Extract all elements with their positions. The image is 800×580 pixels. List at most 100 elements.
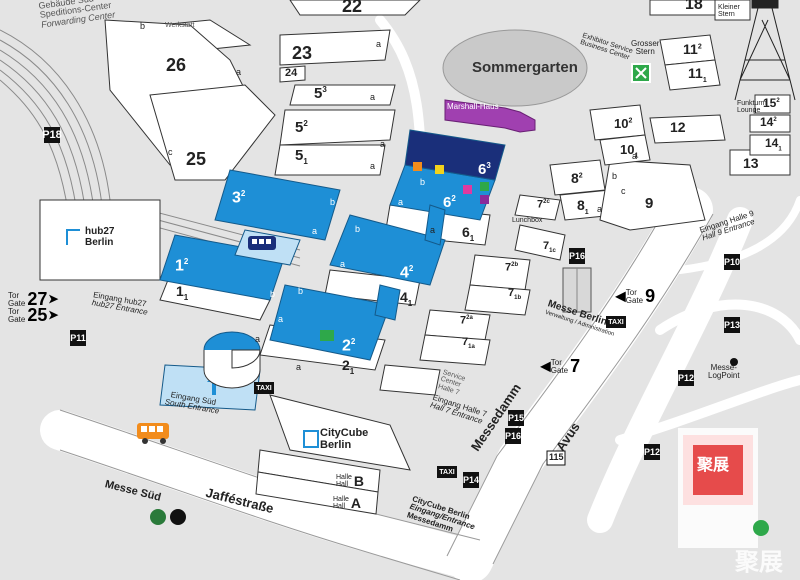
section-letter-a: a: [398, 197, 404, 207]
parking-p12-icon[interactable]: P12: [678, 370, 694, 386]
hall-14-2-label[interactable]: 142: [760, 115, 777, 129]
section-letter-a: a: [278, 314, 284, 324]
interchange-loop-2: [615, 375, 800, 445]
logpoint-label[interactable]: Messe- LogPoint: [708, 363, 740, 381]
section-letter-a: a: [255, 334, 261, 344]
qr-brand-label: 聚展: [697, 457, 730, 474]
section-letter-a: a: [296, 362, 302, 372]
hall-2-2-label[interactable]: 22: [342, 337, 356, 355]
parking-p11-icon[interactable]: P11: [70, 330, 86, 346]
service-center-block: [379, 364, 441, 396]
hall-5-1-block: [274, 144, 386, 176]
taxi-icon-citycube[interactable]: TAXI: [437, 466, 457, 478]
hall-7-2b-block: [469, 254, 531, 291]
hall-1-2-label[interactable]: 12: [175, 257, 189, 275]
hall-26-label[interactable]: 26: [166, 55, 187, 75]
hall-14-1-label[interactable]: 141: [765, 136, 782, 153]
hall-7-1b-label[interactable]: 71b: [508, 287, 522, 302]
parking-p18-icon[interactable]: P18: [42, 127, 62, 143]
parking-p-lunch-icon[interactable]: P16: [569, 248, 585, 264]
taxi-icon-east[interactable]: TAXI: [606, 316, 626, 328]
hall-7-1c-label[interactable]: 71c: [543, 240, 556, 255]
kleiner-stern-label[interactable]: Kleiner Stern: [718, 4, 740, 19]
hall-9-block: [599, 159, 706, 231]
hall-7-1c-block: [514, 224, 566, 261]
grosser-stern-label[interactable]: Grosser Stern: [631, 39, 660, 57]
hall-11-2-label[interactable]: 112: [683, 41, 702, 57]
hall-3-2-label[interactable]: 32: [232, 189, 246, 207]
watermark-text: 聚展: [735, 549, 783, 576]
section-letter-a: a: [236, 67, 242, 77]
parking-p15-icon[interactable]: P15: [508, 410, 524, 426]
hall-18-label[interactable]: 18: [685, 0, 703, 13]
sommergarten-label[interactable]: Sommergarten: [472, 59, 578, 76]
parking-p10-icon[interactable]: P10: [724, 254, 740, 270]
parking-p13-icon[interactable]: P13: [724, 317, 740, 333]
hall-13-label[interactable]: 13: [743, 155, 759, 171]
hall-6-markers: [320, 162, 489, 341]
section-letter-b: b: [355, 224, 361, 234]
parking-p12e-icon[interactable]: P12: [644, 444, 660, 460]
hall-7-2a-label[interactable]: 72a: [460, 314, 473, 327]
citycube-label[interactable]: CityCube Berlin: [320, 427, 369, 451]
hall-10-2-label[interactable]: 102: [614, 116, 633, 131]
hall-5-3-label[interactable]: 53: [314, 85, 327, 102]
section-letter-a: a: [380, 139, 386, 149]
lunchbox-label: Lunchbox: [512, 217, 543, 224]
hall-7-1a-label[interactable]: 71a: [462, 336, 475, 351]
marshall-haus-building: [444, 99, 536, 133]
hall-15-2-label[interactable]: 152: [763, 96, 780, 110]
hall-6-3: [404, 129, 506, 181]
hall-12-label[interactable]: 12: [670, 119, 686, 135]
qr-code-watermark: [678, 428, 769, 548]
hall-23-label[interactable]: 23: [292, 43, 313, 63]
halle-a-block: [255, 471, 379, 515]
hall-7-1b-block: [464, 284, 531, 316]
hall-10-1-block: [599, 134, 651, 166]
hall-5-2-label[interactable]: 52: [295, 119, 308, 136]
section-letter-b: b: [270, 289, 276, 299]
hall-24-block: [279, 65, 306, 83]
hall-22-label[interactable]: 22: [342, 0, 363, 16]
hub27-label[interactable]: hub27 Berlin: [85, 226, 115, 248]
avus-route-number: 115: [549, 452, 564, 462]
hall-24-label[interactable]: 24: [285, 67, 298, 79]
hall-18-block: [649, 0, 716, 16]
hall-11-1-label[interactable]: 111: [688, 65, 707, 84]
hall-7-2b-label[interactable]: 72b: [505, 261, 519, 274]
parking-p16-icon[interactable]: P16: [505, 428, 521, 444]
hall-25-label[interactable]: 25: [186, 149, 207, 169]
bus-stop-icon: [170, 509, 186, 525]
hall-8-1-label[interactable]: 81: [577, 197, 589, 216]
hall-4-2-label[interactable]: 42: [400, 264, 414, 282]
taxi-icon-south[interactable]: TAXI: [254, 382, 274, 394]
hall-2-1-label[interactable]: 21: [342, 357, 355, 376]
hall-25-block: [149, 84, 276, 181]
hall-7-2c-label[interactable]: 72c: [537, 198, 550, 211]
section-letter-c: c: [621, 186, 626, 196]
hall-5-1-label[interactable]: 51: [295, 147, 308, 166]
hall-9-label[interactable]: 9: [645, 195, 654, 212]
section-letter-a: a: [340, 259, 346, 269]
funkturm-lounge-label[interactable]: Funkturm Lounge: [737, 100, 767, 115]
roads: [40, 15, 800, 580]
hall-10-1-label[interactable]: 101: [620, 142, 639, 160]
hall-1-1-label[interactable]: 11: [176, 283, 189, 302]
parking-p14-icon[interactable]: P14: [463, 472, 479, 488]
hall-6-2-label[interactable]: 62: [443, 194, 456, 211]
marshall-haus-label[interactable]: Marshall-Haus: [447, 102, 499, 111]
hall-blocks: [39, 0, 791, 515]
hall-6-1-label[interactable]: 61: [462, 224, 475, 243]
hall-8-2-label[interactable]: 82: [571, 170, 583, 186]
hall-6-3-label[interactable]: 63: [478, 161, 491, 178]
hall-4-1-label[interactable]: 41: [400, 289, 413, 308]
citycube-block: [269, 394, 411, 471]
section-letter-a: a: [430, 225, 436, 235]
